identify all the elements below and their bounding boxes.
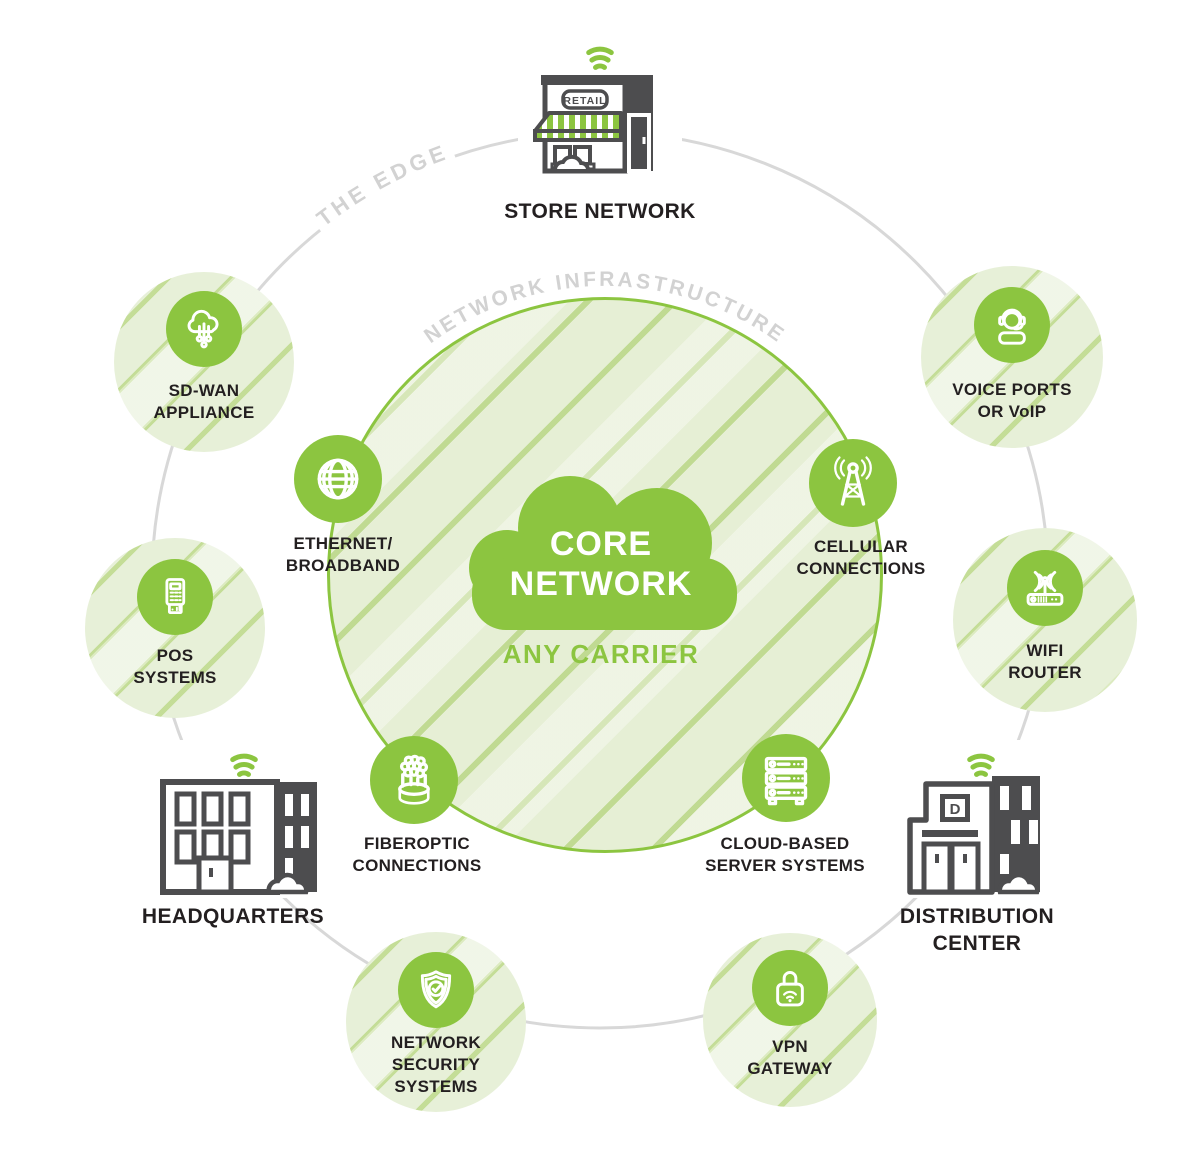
headquarters-site: [148, 740, 330, 898]
security-icon-circle: [398, 952, 474, 1028]
pos-label: POS SYSTEMS: [133, 646, 217, 688]
fiber-icon-circle: [370, 736, 458, 824]
security-shield-icon: [420, 970, 452, 1009]
dc-sign: D: [950, 801, 961, 818]
ethernet-icon-circle: [294, 435, 382, 523]
cloud-shape: [266, 872, 309, 895]
fiber-cable-icon: [398, 754, 430, 805]
wifi-waves-icon: [586, 46, 614, 70]
right-building-windows: [1000, 786, 1038, 874]
cell-tower-icon: [834, 456, 872, 506]
distribution-center-building-icon: D: [907, 753, 1040, 895]
pos-terminal-icon: [165, 578, 186, 615]
sdwan-label: SD-WAN APPLIANCE: [153, 381, 255, 423]
retail-sign: RETAIL: [563, 95, 606, 107]
core-network-title: CORE NETWORK: [509, 525, 693, 604]
cloud-shape: [552, 154, 591, 173]
store-site: RETAIL: [518, 28, 682, 193]
vpn-label: VPN GATEWAY: [747, 1037, 833, 1079]
wifi-label: WIFI ROUTER: [1008, 641, 1082, 683]
voice-icon-circle: [974, 287, 1050, 363]
fiber-label: FIBEROPTIC CONNECTIONS: [352, 834, 482, 876]
globe-icon: [317, 458, 359, 500]
headquarters-label: HEADQUARTERS: [141, 905, 325, 928]
retail-store-icon: RETAIL: [533, 46, 653, 174]
wifi-router-icon-circle: [1007, 550, 1083, 626]
server-rack-icon: [764, 756, 808, 806]
distribution-center-label: DISTRIBUTION CENTER: [899, 905, 1055, 956]
voip-headset-icon: [998, 308, 1026, 345]
sdwan-icon-circle: [166, 291, 242, 367]
cellular-label: CELLULAR CONNECTIONS: [796, 537, 926, 579]
ethernet-label: ETHERNET/ BROADBAND: [285, 534, 401, 576]
servers-label: CLOUD-BASED SERVER SYSTEMS: [705, 834, 865, 876]
security-label: NETWORK SECURITY SYSTEMS: [391, 1033, 481, 1097]
vpn-padlock-icon: [776, 970, 804, 1007]
any-carrier-subtitle: ANY CARRIER: [502, 639, 700, 669]
wifi-waves-icon: [967, 753, 995, 777]
store-network-label: STORE NETWORK: [504, 200, 696, 223]
wifi-waves-icon: [230, 753, 258, 777]
wifi-router-icon: [1026, 570, 1064, 606]
servers-icon-circle: [742, 734, 830, 822]
distribution-site: D: [894, 740, 1058, 898]
cloud-shape: [997, 872, 1040, 895]
cellular-icon-circle: [809, 439, 897, 527]
right-building-windows: [285, 794, 309, 876]
headquarters-building-icon: [160, 753, 317, 895]
core-cloud: [469, 476, 737, 630]
vpn-icon-circle: [752, 950, 828, 1026]
voice-label: VOICE PORTS OR VoIP: [952, 380, 1072, 422]
sdwan-cloud-circuit-icon: [187, 309, 219, 349]
pos-icon-circle: [137, 559, 213, 635]
the-edge-arc-label: THE EDGE: [312, 139, 452, 231]
